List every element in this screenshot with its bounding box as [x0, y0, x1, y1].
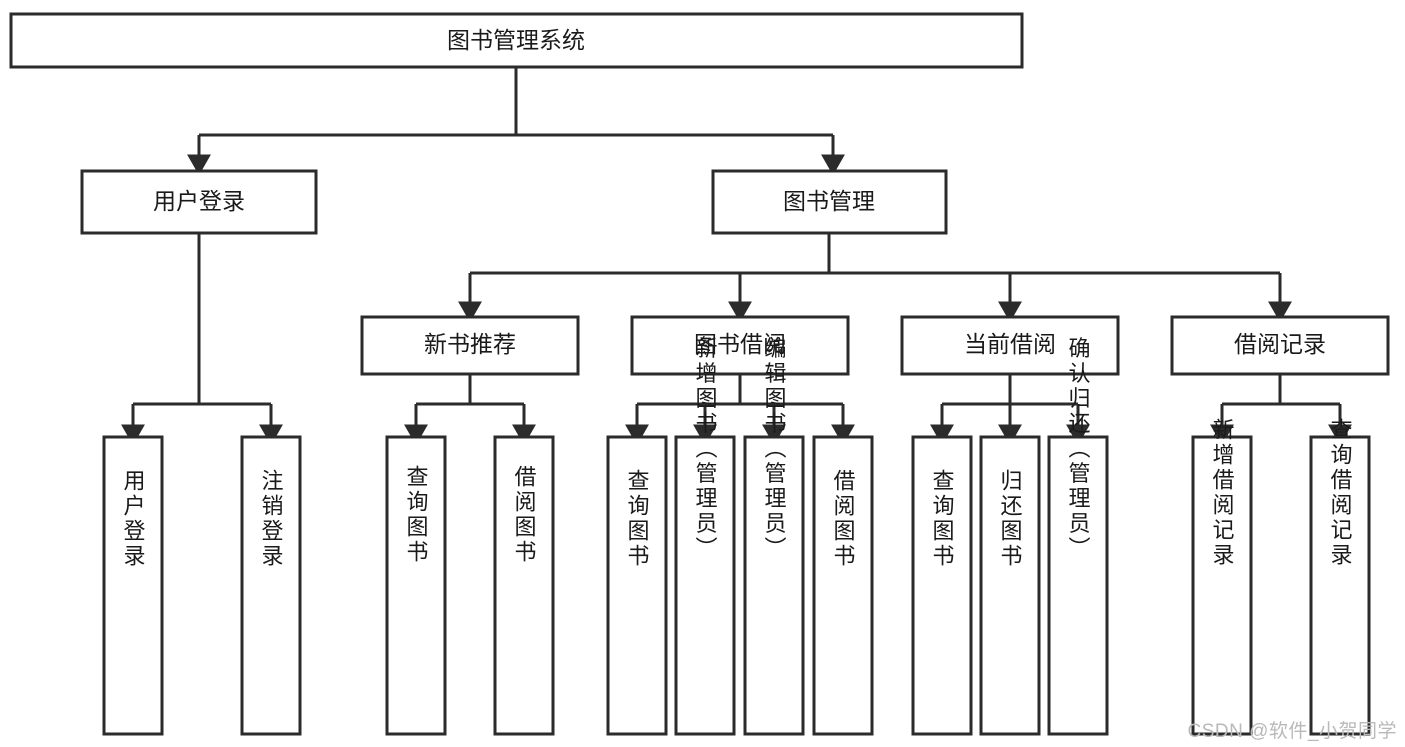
leaf-record-query[interactable]: 查询借阅记录	[1309, 418, 1371, 736]
leaf-user-login-login-label: 用户登录	[121, 469, 146, 569]
connector-record-to-leaves	[1210, 374, 1352, 446]
node-user-login[interactable]: 用户登录	[80, 169, 318, 235]
node-user-login-label: 用户登录	[153, 188, 245, 214]
leaf-newbook-query[interactable]: 查询图书	[385, 435, 447, 736]
leaf-user-login-logout[interactable]: 注销登录	[240, 435, 302, 736]
leaf-current-return[interactable]: 归还图书	[979, 435, 1041, 736]
leaf-record-query-label: 查询借阅记录	[1328, 418, 1353, 568]
node-root[interactable]: 图书管理系统	[9, 12, 1024, 69]
connector-root-to-level2	[187, 67, 845, 176]
leaf-record-add-label: 新增借阅记录	[1210, 418, 1235, 568]
leaf-newbook-borrow-label: 借阅图书	[512, 465, 537, 565]
node-current-borrow-label: 当前借阅	[964, 331, 1056, 357]
leaf-current-query-label: 查询图书	[930, 469, 955, 569]
leaf-newbook-borrow[interactable]: 借阅图书	[493, 435, 555, 736]
leaf-borrow-borrow-book-label: 借阅图书	[831, 469, 856, 569]
leaf-newbook-query-label: 查询图书	[404, 465, 429, 565]
connector-newbook-to-leaves	[404, 374, 536, 446]
connector-userlogin-to-leaves	[121, 233, 283, 446]
leaf-borrow-add-book[interactable]: 新增图书（管理员）	[674, 337, 736, 736]
node-new-book-recommend-label: 新书推荐	[424, 331, 516, 357]
node-book-borrow-label: 图书借阅	[694, 331, 786, 357]
node-borrow-record[interactable]: 借阅记录	[1170, 315, 1390, 376]
node-root-label: 图书管理系统	[447, 27, 585, 53]
leaf-borrow-query[interactable]: 查询图书	[606, 435, 668, 736]
leaf-borrow-edit-book[interactable]: 编辑图书（管理员）	[743, 337, 805, 736]
leaf-user-login-login[interactable]: 用户登录	[102, 435, 164, 736]
leaf-current-confirm-return-label: 确认归还（管理员）	[1066, 337, 1091, 562]
node-book-management[interactable]: 图书管理	[711, 169, 948, 235]
leaf-user-login-logout-label: 注销登录	[259, 469, 284, 569]
leaf-borrow-query-label: 查询图书	[625, 469, 650, 569]
leaf-current-confirm-return[interactable]: 确认归还（管理员）	[1047, 337, 1109, 736]
connector-bookmgmt-to-level3	[458, 233, 1292, 323]
leaf-current-return-label: 归还图书	[998, 469, 1023, 569]
leaf-borrow-add-book-label: 新增图书（管理员）	[693, 337, 718, 562]
node-book-borrow[interactable]: 图书借阅	[630, 315, 850, 376]
node-book-management-label: 图书管理	[783, 188, 875, 214]
leaf-current-query[interactable]: 查询图书	[911, 435, 973, 736]
leaf-borrow-edit-book-label: 编辑图书（管理员）	[762, 337, 787, 562]
node-new-book-recommend[interactable]: 新书推荐	[360, 315, 580, 376]
leaf-borrow-borrow-book[interactable]: 借阅图书	[812, 435, 874, 736]
connector-current-to-leaves	[930, 374, 1090, 446]
leaf-record-add[interactable]: 新增借阅记录	[1191, 418, 1253, 736]
node-borrow-record-label: 借阅记录	[1234, 331, 1326, 357]
node-current-borrow[interactable]: 当前借阅	[900, 315, 1120, 376]
connector-borrow-to-leaves	[625, 374, 855, 446]
